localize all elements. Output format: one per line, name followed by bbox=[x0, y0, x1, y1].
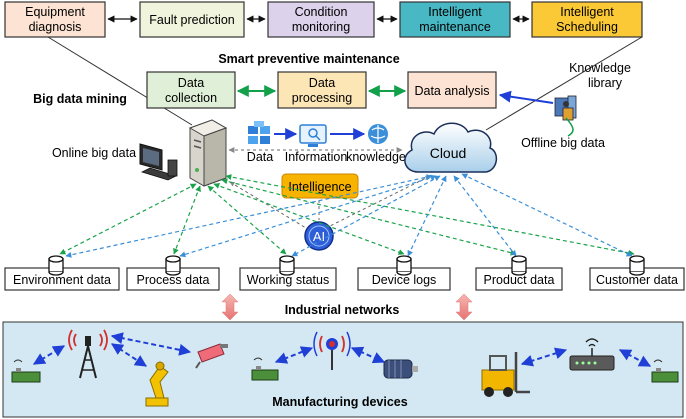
knowledge-brain-icon bbox=[368, 124, 388, 144]
big-data-mining-title: Big data mining bbox=[33, 92, 127, 106]
data-source-process: Process data bbox=[126, 255, 220, 291]
sensor-module-icon bbox=[11, 359, 41, 383]
cloud-product-link bbox=[453, 175, 517, 257]
data-source-label: Device logs bbox=[372, 273, 437, 287]
data-source-label: Environment data bbox=[13, 273, 111, 287]
data-source-product: Product data bbox=[475, 255, 563, 291]
mining-step-data-analysis: Data analysis bbox=[407, 71, 497, 109]
server-environment-link bbox=[59, 183, 197, 255]
data-source-device-logs: Device logs bbox=[357, 255, 451, 291]
forklift-icon bbox=[481, 352, 530, 397]
mining-step-data-processing: Data processing bbox=[277, 71, 367, 109]
knowledge-library-icon bbox=[554, 95, 577, 121]
manufacturing-devices-label: Manufacturing devices bbox=[272, 395, 407, 409]
flow-label-information: Information bbox=[285, 150, 348, 164]
mining-step-label: collection bbox=[165, 91, 217, 105]
top-module-label: Intelligent bbox=[560, 5, 614, 19]
server-icon bbox=[188, 119, 228, 187]
offline-to-library-arrow bbox=[565, 117, 574, 137]
knowledge-library-label: library bbox=[588, 76, 623, 90]
top-module-label: Equipment bbox=[25, 5, 85, 19]
device-links bbox=[32, 332, 652, 367]
mining-step-label: Data bbox=[309, 76, 335, 90]
top-module-equipment-diagnosis: Equipment diagnosis bbox=[4, 1, 106, 38]
network-router-icon bbox=[569, 338, 615, 371]
data-source-label: Customer data bbox=[596, 273, 678, 287]
mining-step-label: Data bbox=[178, 76, 204, 90]
intelligence-label: Intelligence bbox=[288, 180, 351, 194]
top-modules-row: Equipment diagnosis Fault prediction Con… bbox=[4, 1, 643, 38]
cloud-customer-link bbox=[461, 173, 633, 257]
cloud-device-logs-link bbox=[407, 175, 447, 257]
top-module-intelligent-scheduling: Intelligent Scheduling bbox=[531, 1, 643, 38]
cloud-icon: Cloud bbox=[404, 122, 498, 173]
robot-arm-icon bbox=[145, 361, 169, 407]
database-icon bbox=[48, 255, 64, 276]
top-module-label: Condition bbox=[295, 5, 348, 19]
data-stack-icon bbox=[248, 121, 270, 144]
cloud-environment-link bbox=[65, 174, 433, 258]
device-link-arrow bbox=[32, 345, 66, 365]
device-link-arrow bbox=[110, 332, 192, 356]
computer-icon bbox=[139, 143, 178, 181]
data-source-working-status: Working status bbox=[239, 255, 337, 291]
information-monitor-icon bbox=[299, 124, 327, 147]
top-module-label: Scheduling bbox=[556, 20, 618, 34]
server-process-link bbox=[173, 185, 201, 255]
device-link-arrow bbox=[274, 346, 314, 364]
top-module-label: diagnosis bbox=[29, 20, 82, 34]
knowledge-library-label: Knowledge bbox=[569, 61, 631, 75]
database-icon bbox=[629, 255, 645, 276]
offline-big-data-label: Offline big data bbox=[521, 136, 605, 150]
top-module-fault-prediction: Fault prediction bbox=[139, 1, 245, 38]
industrial-networks-label: Industrial networks bbox=[285, 303, 400, 317]
device-link-arrow bbox=[350, 346, 386, 364]
device-link-arrow bbox=[618, 349, 652, 367]
wireless-beacon-icon bbox=[313, 331, 351, 370]
top-module-condition-monitoring: Condition monitoring bbox=[267, 1, 375, 38]
server-product-link bbox=[221, 178, 517, 256]
funnel-line-right bbox=[485, 36, 643, 131]
security-camera-icon bbox=[195, 343, 228, 369]
top-module-intelligent-maintenance: Intelligent maintenance bbox=[399, 1, 511, 38]
database-icon bbox=[165, 255, 181, 276]
mining-step-label: processing bbox=[292, 91, 352, 105]
data-source-label: Working status bbox=[247, 273, 329, 287]
flow-label-data: Data bbox=[247, 150, 273, 164]
sensor-module-icon bbox=[651, 359, 679, 383]
knowledge-to-analysis-arrow bbox=[498, 90, 554, 104]
network-double-arrow-right bbox=[455, 293, 473, 321]
top-module-label: monitoring bbox=[292, 20, 350, 34]
top-module-label: Intelligent bbox=[428, 5, 482, 19]
database-icon bbox=[279, 255, 295, 276]
top-module-label: maintenance bbox=[419, 20, 491, 34]
cloud-data-links bbox=[65, 173, 633, 258]
mining-step-label: Data analysis bbox=[414, 84, 489, 98]
flow-label-knowledge: knowledge bbox=[346, 150, 406, 164]
electric-motor-icon bbox=[383, 359, 418, 379]
cloud-label: Cloud bbox=[430, 145, 467, 161]
funnel-line-left bbox=[47, 36, 193, 126]
mining-step-data-collection: Data collection bbox=[146, 71, 236, 109]
smart-maintenance-title: Smart preventive maintenance bbox=[218, 52, 399, 66]
data-source-customer: Customer data bbox=[589, 255, 685, 291]
database-icon bbox=[396, 255, 412, 276]
data-source-label: Process data bbox=[137, 273, 210, 287]
network-double-arrow-left bbox=[221, 293, 239, 321]
database-icon bbox=[511, 255, 527, 276]
sensor-module-icon bbox=[251, 357, 279, 381]
top-module-label: Fault prediction bbox=[149, 13, 235, 27]
data-source-environment: Environment data bbox=[4, 255, 120, 291]
cell-tower-icon bbox=[68, 329, 108, 379]
data-source-label: Product data bbox=[484, 273, 555, 287]
online-big-data-label: Online big data bbox=[52, 146, 136, 160]
ai-label: AI bbox=[313, 229, 325, 244]
